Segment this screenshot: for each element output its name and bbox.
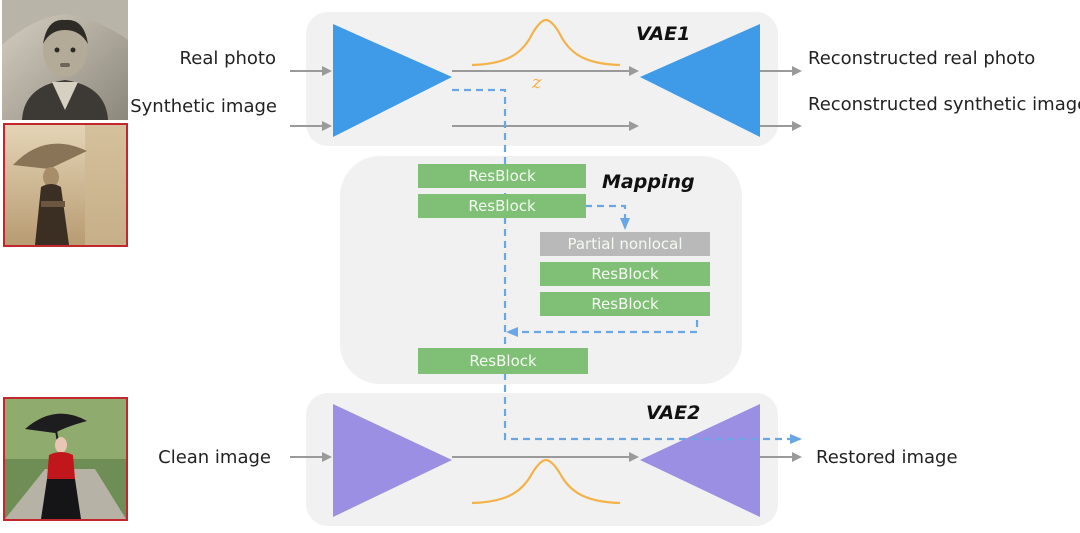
- input-label-real-photo: Real photo: [180, 48, 276, 69]
- output-label-reconstructed-synthetic: Reconstructed synthetic image: [808, 94, 1080, 115]
- resblock-4-label: ResBlock: [591, 295, 659, 313]
- output-label-restored-image: Restored image: [816, 447, 958, 468]
- output-label-reconstructed-real: Reconstructed real photo: [808, 48, 1035, 69]
- vae1-panel: [306, 12, 778, 146]
- resblock-1-label: ResBlock: [468, 167, 536, 185]
- vae2-panel: [306, 393, 778, 526]
- vae2-gaussian-curve: [471, 458, 621, 505]
- resblock-2-label: ResBlock: [468, 197, 536, 215]
- partial-nonlocal-block: Partial nonlocal: [540, 232, 710, 256]
- resblock-5: ResBlock: [418, 348, 588, 374]
- vae1-gaussian-curve: [471, 18, 621, 67]
- input-label-synthetic-image: Synthetic image: [130, 96, 277, 117]
- mapping-dashed-path-branch: [585, 204, 630, 230]
- latent-z-label: z: [531, 72, 542, 93]
- synthetic-image-thumbnail: [3, 123, 128, 247]
- resblock-1: ResBlock: [418, 164, 586, 188]
- resblock-5-label: ResBlock: [469, 352, 537, 370]
- vae1-encoder-triangle: [333, 24, 452, 137]
- vae1-title: VAE1: [636, 23, 690, 45]
- input-label-clean-image: Clean image: [158, 447, 271, 468]
- vae1-decoder-triangle: [640, 24, 760, 137]
- vae2-title: VAE2: [646, 402, 700, 424]
- resblock-4: ResBlock: [540, 292, 710, 316]
- clean-image-thumbnail: [3, 397, 128, 521]
- resblock-3-label: ResBlock: [591, 265, 659, 283]
- mapping-dashed-path-return: [506, 320, 699, 337]
- mapping-dashed-path-main: [452, 88, 802, 444]
- resblock-2: ResBlock: [418, 194, 586, 218]
- resblock-3: ResBlock: [540, 262, 710, 286]
- vae2-encoder-triangle: [333, 404, 452, 517]
- partial-nonlocal-label: Partial nonlocal: [567, 235, 682, 253]
- vae2-decoder-triangle: [640, 404, 760, 517]
- mapping-title: Mapping: [602, 171, 695, 193]
- real-photo-thumbnail: [2, 0, 128, 120]
